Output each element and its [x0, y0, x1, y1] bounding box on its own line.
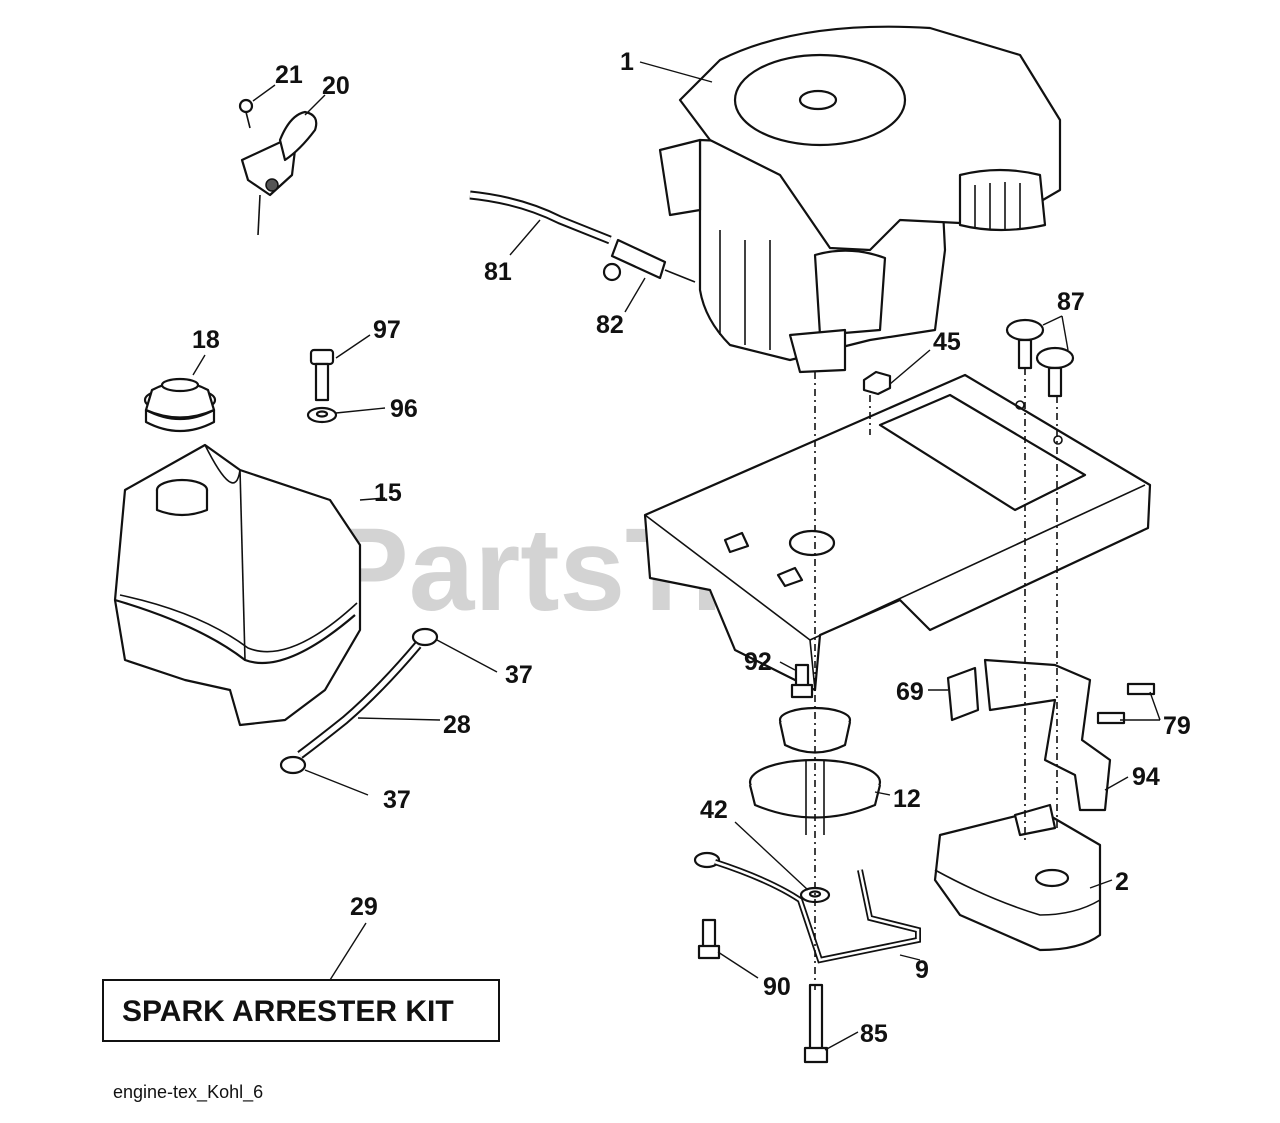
callout-12[interactable]: 12	[893, 785, 921, 813]
callout-94[interactable]: 94	[1132, 763, 1160, 791]
part-85-bolt[interactable]	[803, 983, 829, 1064]
callout-81[interactable]: 81	[484, 258, 512, 286]
callout-labels: 1 2 9 12 15 18 20 21 28 29 37 37 42 45 6…	[192, 48, 1191, 1048]
callout-37-upper[interactable]: 37	[505, 661, 533, 689]
part-87-flange-bolt[interactable]	[1005, 318, 1075, 398]
callout-90[interactable]: 90	[763, 973, 791, 1001]
part-45-nut[interactable]	[862, 370, 892, 396]
part-2-muffler[interactable]	[933, 803, 1102, 952]
callout-29[interactable]: 29	[350, 893, 378, 921]
part-94-exhaust-pipe[interactable]	[983, 658, 1112, 812]
part-96-washer[interactable]	[306, 406, 338, 424]
callout-69[interactable]: 69	[896, 678, 924, 706]
callout-2[interactable]: 2	[1115, 868, 1129, 896]
callout-82[interactable]: 82	[596, 311, 624, 339]
callout-18[interactable]: 18	[192, 326, 220, 354]
callout-9[interactable]: 9	[915, 956, 929, 984]
spark-arrester-kit-box[interactable]: SPARK ARRESTER KIT	[102, 979, 500, 1042]
part-18-fuel-cap[interactable]	[143, 377, 217, 432]
part-15-fuel-tank[interactable]	[113, 443, 362, 727]
callout-97[interactable]: 97	[373, 316, 401, 344]
part-97-bolt[interactable]	[309, 348, 335, 402]
engine-mount-frame[interactable]	[643, 373, 1152, 692]
callout-20[interactable]: 20	[322, 72, 350, 100]
spark-arrester-kit-label: SPARK ARRESTER KIT	[122, 995, 454, 1028]
callout-79[interactable]: 79	[1163, 712, 1191, 740]
callout-42[interactable]: 42	[700, 796, 728, 824]
callout-21[interactable]: 21	[275, 61, 303, 89]
part-90-bolt[interactable]	[697, 918, 721, 960]
callout-87[interactable]: 87	[1057, 288, 1085, 316]
callout-96[interactable]: 96	[390, 395, 418, 423]
callout-92[interactable]: 92	[744, 648, 772, 676]
callout-85[interactable]: 85	[860, 1020, 888, 1048]
callout-45[interactable]: 45	[933, 328, 961, 356]
callout-15[interactable]: 15	[374, 479, 402, 507]
callout-1[interactable]: 1	[620, 48, 634, 76]
diagram-id: engine-tex_Kohl_6	[113, 1082, 263, 1103]
part-20-throttle-control[interactable]	[238, 98, 318, 236]
part-82-fuel-filter[interactable]	[602, 238, 696, 283]
part-28-fuel-hose[interactable]	[297, 642, 422, 759]
part-69-gasket[interactable]	[946, 666, 980, 722]
part-79-screws[interactable]	[1096, 682, 1156, 725]
callout-37-lower[interactable]: 37	[383, 786, 411, 814]
callout-28[interactable]: 28	[443, 711, 471, 739]
part-37-hose-clamp-lower[interactable]	[279, 755, 307, 775]
part-1-engine[interactable]	[658, 25, 1062, 374]
part-92-bolt[interactable]	[790, 663, 814, 699]
part-9-rod[interactable]	[693, 851, 921, 964]
part-37-hose-clamp-upper[interactable]	[411, 627, 439, 647]
part-81-fuel-line[interactable]	[469, 190, 612, 245]
